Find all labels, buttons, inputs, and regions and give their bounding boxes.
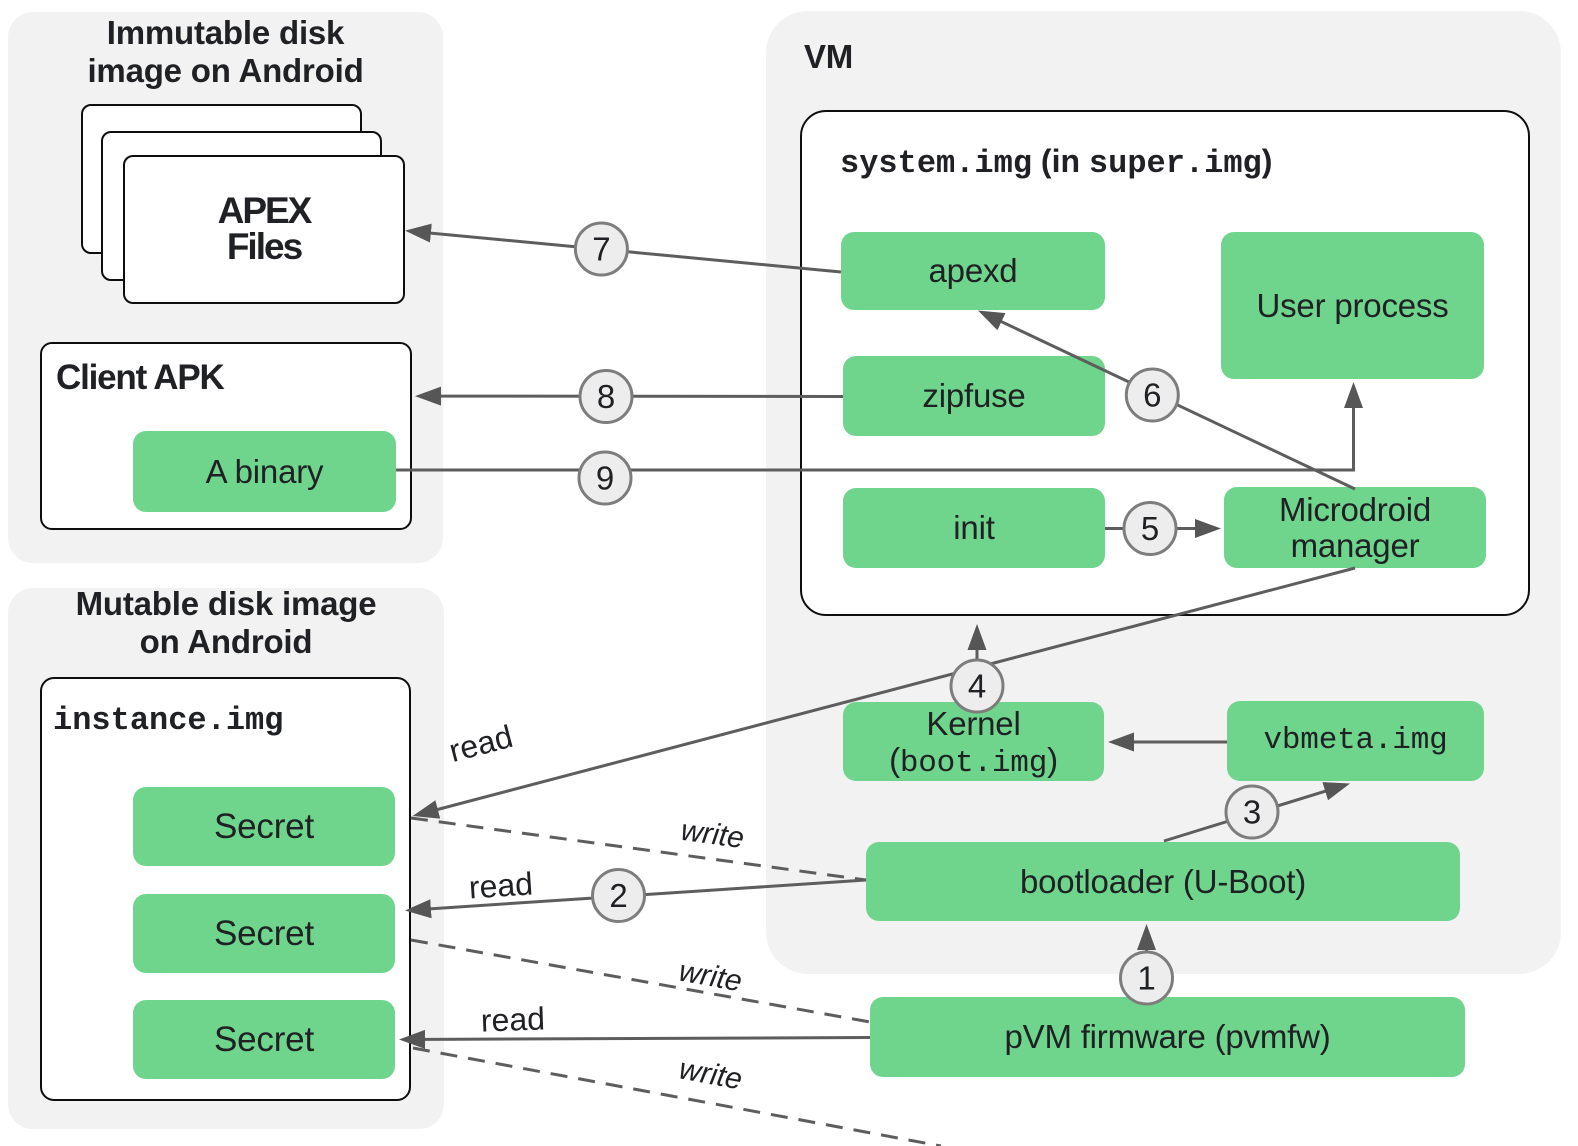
svg-text:5: 5 — [1141, 510, 1159, 547]
svg-text:1: 1 — [1137, 960, 1155, 997]
svg-text:write: write — [676, 955, 744, 999]
svg-text:8: 8 — [597, 378, 615, 415]
svg-text:write: write — [677, 1052, 745, 1096]
svg-text:7: 7 — [592, 231, 610, 268]
svg-text:3: 3 — [1243, 794, 1261, 831]
svg-text:read: read — [468, 865, 534, 905]
svg-text:9: 9 — [596, 460, 614, 497]
svg-text:read: read — [445, 718, 516, 769]
svg-text:4: 4 — [968, 668, 986, 705]
svg-text:write: write — [679, 814, 746, 855]
svg-text:6: 6 — [1143, 377, 1161, 414]
svg-text:2: 2 — [609, 877, 627, 914]
svg-text:read: read — [480, 1000, 545, 1038]
